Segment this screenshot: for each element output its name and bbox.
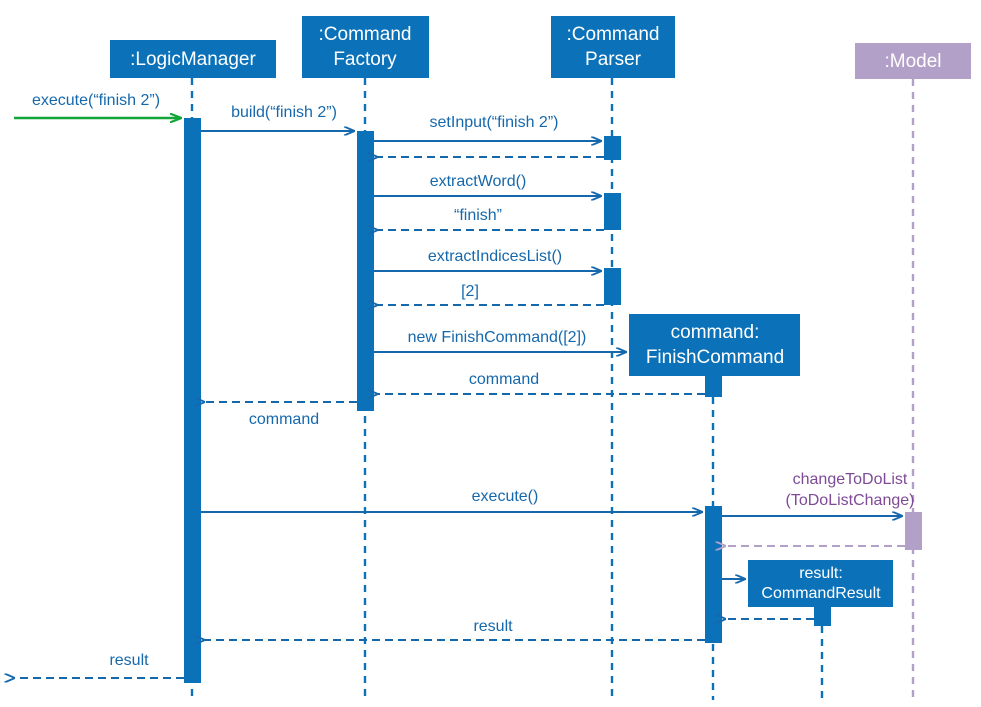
message-labels-group: execute(“finish 2”) build(“finish 2”) se… [32, 92, 915, 669]
message-label-extract-indices-list: extractIndicesList() [428, 248, 562, 265]
participant-command-factory[interactable]: :Command Factory [302, 16, 429, 78]
lifelines-group [190, 78, 915, 700]
message-label-command-execute: execute() [472, 488, 539, 505]
activation-command-result-create [814, 607, 831, 626]
participant-label-finish-command-line1: command: [671, 322, 760, 343]
participant-label-command-factory-line2: Factory [333, 49, 397, 70]
participant-model[interactable]: :Model [855, 43, 971, 79]
message-label-build: build(“finish 2”) [231, 104, 337, 121]
message-label-extract-word: extractWord() [430, 173, 527, 190]
messages-group [14, 118, 905, 678]
message-label-indices-return: [2] [461, 283, 479, 300]
participant-label-command-result-line2: CommandResult [761, 585, 881, 602]
activation-finish-command-execute [705, 506, 722, 643]
participant-box-command-result[interactable] [748, 560, 893, 607]
participant-box-finish-command[interactable] [629, 314, 800, 376]
message-label-command-return-logic: command [249, 411, 319, 428]
participant-label-command-parser-line1: :Command [567, 24, 660, 45]
participant-box-command-factory[interactable] [302, 16, 429, 78]
activation-command-parser-extractword [604, 193, 621, 230]
message-label-result-to-logic: result [473, 618, 513, 635]
activation-command-parser-setinput [604, 136, 621, 160]
message-label-set-input: setInput(“finish 2”) [430, 114, 559, 131]
participant-label-command-factory-line1: :Command [319, 24, 412, 45]
participant-label-finish-command-line2: FinishCommand [646, 347, 784, 368]
activation-command-factory [357, 131, 374, 411]
participant-box-command-parser[interactable] [551, 16, 675, 78]
participant-command-result[interactable]: result: CommandResult [748, 560, 893, 607]
message-label-execute-entry: execute(“finish 2”) [32, 92, 160, 109]
participant-box-model[interactable] [855, 43, 971, 79]
participant-logic-manager[interactable]: :LogicManager [110, 40, 276, 78]
participant-finish-command[interactable]: command: FinishCommand [629, 314, 800, 376]
participant-box-logic-manager[interactable] [110, 40, 276, 78]
message-label-change-todo-list-line2: (ToDoListChange) [786, 492, 915, 509]
message-label-change-todo-list-line1: changeToDoList [793, 471, 908, 488]
participant-command-parser[interactable]: :Command Parser [551, 16, 675, 78]
participant-label-command-parser-line2: Parser [585, 49, 642, 70]
participant-label-logic-manager: :LogicManager [130, 49, 256, 70]
message-label-command-return-factory: command [469, 371, 539, 388]
activation-command-parser-extractindices [604, 268, 621, 305]
activation-model [905, 512, 922, 550]
participant-label-model: :Model [884, 51, 941, 72]
activation-bars-group [184, 118, 922, 683]
message-label-new-finish-command: new FinishCommand([2]) [408, 329, 587, 346]
message-label-result-exit: result [109, 652, 149, 669]
message-label-finish-return: “finish” [454, 207, 502, 224]
activation-logic-manager [184, 118, 201, 683]
participant-label-command-result-line1: result: [799, 565, 843, 582]
activation-finish-command-create [705, 376, 722, 397]
